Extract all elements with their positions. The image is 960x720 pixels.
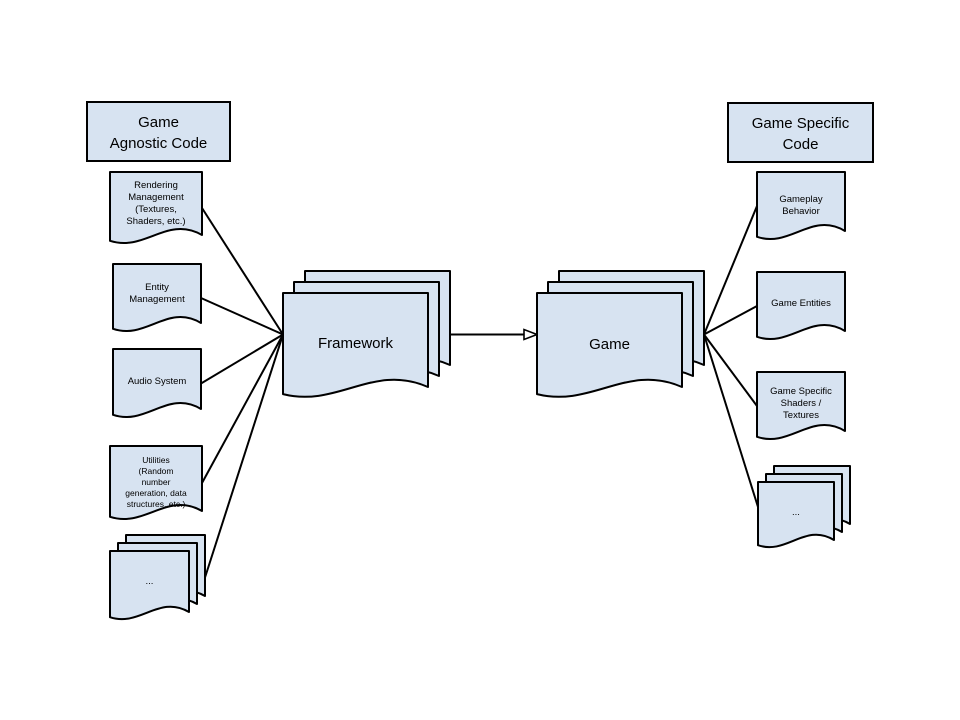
connector-left-more-to-framework	[204, 334, 284, 578]
utilities-label: number	[142, 477, 171, 487]
connector-framework-to-game-arrowhead	[523, 328, 540, 341]
gameplay-behavior-document-shape	[756, 171, 846, 240]
node-audio-system: Audio System	[112, 348, 202, 418]
audio-system-document-shape	[112, 348, 202, 418]
node-game-entities: Game Entities	[756, 271, 846, 340]
entity-management-document-shape	[112, 263, 202, 332]
entity-management-label: Entity	[145, 282, 169, 293]
game-specific-shaders-label: Textures	[783, 410, 819, 421]
game-agnostic-code-label: Agnostic Code	[110, 135, 208, 152]
game-specific-shaders-document-shape	[756, 371, 846, 440]
framework-label: Framework	[318, 335, 394, 352]
connector-game-to-right-more	[703, 334, 759, 508]
game-specific-shaders-label: Shaders /	[781, 398, 822, 409]
connector-entity-management-to-framework	[200, 297, 284, 336]
connector-game-to-game-specific-shaders	[703, 333, 758, 407]
utilities-document-shape	[109, 445, 203, 520]
left-more-label: ...	[146, 576, 154, 587]
utilities-label: Utilities	[142, 455, 169, 465]
connector-game-to-gameplay-behavior	[703, 205, 758, 335]
utilities-label: structures, etc.)	[127, 499, 186, 509]
connector-audio-system-to-framework	[200, 333, 284, 385]
connector-game-to-game-entities	[703, 305, 758, 336]
game-document-shape	[536, 292, 683, 398]
node-game: Game	[536, 270, 705, 398]
rendering-management-label: Rendering	[134, 180, 178, 191]
connector-utilities-to-framework	[201, 334, 284, 484]
audio-system-label: Audio System	[128, 376, 187, 387]
gameplay-behavior-label: Behavior	[782, 206, 820, 217]
game-specific-shaders-label: Game Specific	[770, 386, 832, 397]
entity-management-label: Management	[129, 294, 185, 305]
right-more-label: ...	[792, 507, 800, 518]
rendering-management-label: (Textures,	[135, 204, 177, 215]
game-specific-code-box	[727, 102, 874, 163]
connectors	[200, 205, 759, 578]
node-right-more: ...	[757, 465, 851, 548]
game-specific-code-label: Code	[783, 136, 819, 153]
framework-document-shape	[282, 292, 429, 398]
utilities-label: (Random	[139, 466, 174, 476]
game-entities-document-shape	[756, 271, 846, 340]
right-more-document-shape	[757, 481, 835, 548]
game-specific-code-label: Game Specific	[752, 115, 850, 132]
game-entities-label: Game Entities	[771, 298, 831, 309]
left-more-document-shape	[109, 550, 190, 620]
game-agnostic-code-box	[86, 101, 231, 162]
connector-rendering-management-to-framework	[201, 207, 284, 336]
rendering-management-document-shape	[109, 171, 203, 244]
rendering-management-label: Shaders, etc.)	[126, 216, 185, 227]
game-agnostic-code-label: Game	[138, 114, 179, 131]
node-framework: Framework	[282, 270, 451, 398]
game-label: Game	[589, 336, 630, 353]
rendering-management-label: Management	[128, 192, 184, 203]
gameplay-behavior-label: Gameplay	[779, 194, 823, 205]
node-left-more: ...	[109, 534, 206, 620]
utilities-label: generation, data	[125, 488, 187, 498]
